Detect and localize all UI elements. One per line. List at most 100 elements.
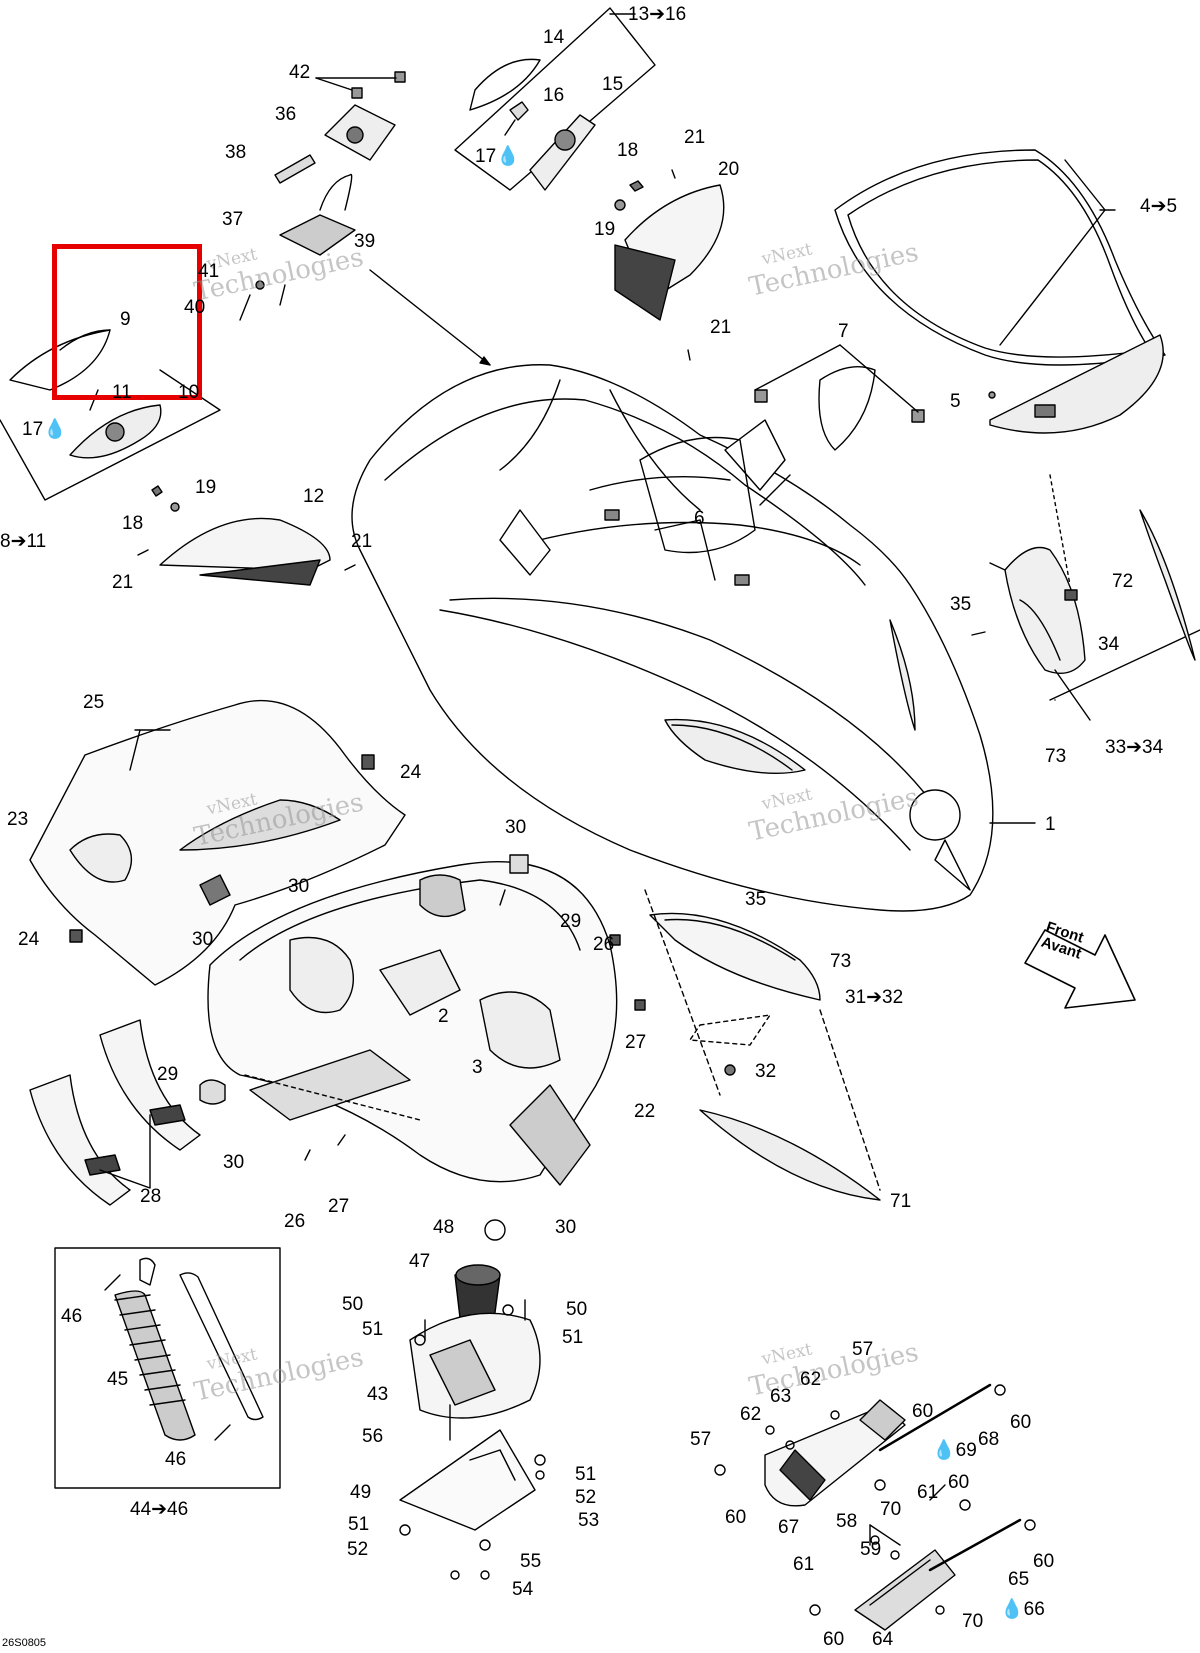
part-label: 60 [725,1507,747,1528]
part-48-clamp [484,1219,506,1241]
part-label: 19 [195,477,217,498]
part-label: 36 [275,104,297,125]
part-label: 32 [755,1061,777,1082]
part-label: 57 [690,1429,712,1450]
part-20-right-deflector [614,169,725,361]
diagram-code: 26S0805 [2,1637,47,1649]
front-arrow [1024,929,1136,1009]
part-4-windshield [834,149,1166,366]
part-label: 43 [367,1384,389,1405]
part-label: 13➔16 [628,4,687,25]
part-label: 21 [351,531,373,552]
part-label: 49 [350,1482,372,1503]
part-29-bumper [199,1079,226,1105]
part-38-lever [274,154,316,184]
part-label: 7 [838,321,849,342]
part-label: 30 [505,817,527,838]
part-label: 52 [347,1539,369,1560]
part-label: 14 [543,27,565,48]
part-label: 28 [140,1186,162,1207]
part-label: 5 [950,391,961,412]
rods-65-68 [878,1383,1022,1572]
part-label: 8➔11 [0,531,47,552]
part-label: 21 [710,317,732,338]
part-label: 18 [122,513,144,534]
part-18-19-spring [151,485,180,512]
part-label: 17💧 [475,146,520,167]
part-label: 1 [1045,814,1056,835]
part-label: 62 [800,1369,822,1390]
part-label: 19 [594,219,616,240]
part-label: 62 [740,1404,762,1425]
group-bracket-8-11 [0,369,221,501]
part-label: 70 [962,1611,984,1632]
part-43-support [409,1312,541,1419]
part-label: 29 [560,911,582,932]
part-label: 34 [1098,634,1120,655]
part-label: 25 [83,692,105,713]
part-18-19-spring-right [614,180,644,211]
part-49-bracket [399,1429,536,1531]
part-label: 73 [1045,746,1067,767]
part-12-left-deflector [137,517,356,586]
part-37-latch [279,214,356,256]
part-15-mirror-base [529,114,596,191]
hardware-57-70 [714,1384,1036,1616]
part-label: 47 [409,1251,431,1272]
part-label: 9 [120,309,131,330]
part-label: 61 [917,1482,939,1503]
part-label: 10 [178,382,200,403]
part-39-cable [319,173,353,211]
part-5-windshield-trim [988,334,1164,434]
part-67-footrest [764,1399,906,1507]
part-label: 2 [438,1006,449,1027]
part-31-lower-panel [644,889,881,1191]
part-72-reflector [1139,509,1196,661]
part-label: 67 [778,1517,800,1538]
part-label: 38 [225,142,247,163]
part-label: 60 [1033,1551,1055,1572]
part-label: 26 [284,1211,306,1232]
part-label: 11 [112,382,132,403]
part-14-mirror-glass [469,58,541,111]
part-label: 46 [165,1449,187,1470]
part-label: 16 [543,85,565,106]
part-label: 73 [830,951,852,972]
part-label: 48 [433,1217,455,1238]
part-label: 3 [472,1057,483,1078]
part-label: 18 [617,140,639,161]
part-label: 23 [7,809,29,830]
part-label: 21 [112,572,134,593]
part-28-straps [29,1019,201,1206]
part-label: 22 [634,1101,656,1122]
part-label: 💧69 [932,1440,977,1461]
part-label: 24 [400,762,422,783]
group-box-44-46 [54,1247,281,1489]
part-9b-mirror-glass [59,329,111,351]
part-label: 6 [694,508,705,529]
part-label: 39 [354,231,376,252]
part-label: 41 [198,261,220,282]
part-label: 30 [223,1152,245,1173]
part-label: 💧66 [1000,1599,1045,1620]
part-label: 55 [520,1551,542,1572]
part-33-side-panel [971,474,1200,721]
part-label: 30 [288,876,310,897]
part-71-lower-trim [699,1109,881,1201]
part-label: 37 [222,209,244,230]
part-label: 42 [289,62,311,83]
part-label: 60 [823,1629,845,1650]
hood-headlight [909,789,961,841]
part-label: 65 [1008,1569,1030,1590]
hardware-50-56 [399,1299,546,1580]
part-label: 64 [872,1629,894,1650]
part-11-screw [89,389,99,411]
part-42-clips [315,71,406,99]
part-label: 30 [555,1217,577,1238]
part-16-knob [504,101,529,136]
highlight-box [52,244,202,400]
part-64-footrest [854,1549,956,1631]
part-label: 58 [836,1511,858,1532]
part-label: 24 [18,929,40,950]
